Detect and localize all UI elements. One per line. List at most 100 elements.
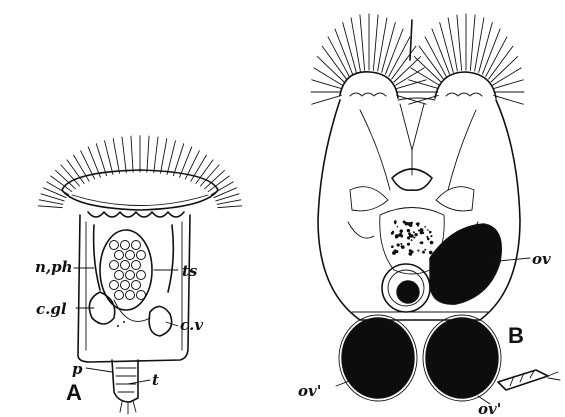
cilium (154, 137, 158, 173)
speckle (417, 249, 419, 251)
panel-b-ov-organ (430, 224, 501, 304)
speckle (427, 238, 430, 241)
label-ts: ts (182, 262, 198, 280)
label-t: t (152, 371, 159, 389)
cilium (312, 80, 342, 89)
speckle (420, 231, 424, 235)
granule (121, 261, 130, 270)
speckle (430, 235, 432, 237)
cilium (494, 80, 524, 89)
cilium (440, 23, 454, 73)
speckle (397, 226, 399, 228)
panel-b-body (318, 100, 520, 320)
cilium (479, 23, 493, 73)
label-cv: c.v (180, 316, 203, 334)
granule (137, 271, 146, 280)
granule (110, 261, 119, 270)
cilium (343, 23, 357, 73)
cilium (322, 46, 346, 79)
cilium (373, 15, 378, 70)
granule (126, 291, 135, 300)
cilium (312, 95, 342, 104)
speckle (422, 251, 425, 254)
granule (115, 251, 124, 260)
granule (126, 251, 135, 260)
cilium (382, 23, 396, 73)
panel-b-corona-right (435, 72, 496, 98)
panel-b-label: B (508, 323, 524, 348)
cilium (38, 206, 62, 208)
speckle (427, 229, 429, 231)
label-p: p (72, 360, 83, 378)
cilium (167, 141, 175, 175)
speckle (430, 241, 434, 245)
panel-a-corona-disc (62, 170, 218, 210)
panel-a-cv-organ (149, 306, 172, 336)
label-ov-prime-left: ov' (298, 382, 321, 400)
cilium (131, 136, 133, 172)
cilium (378, 18, 387, 71)
speckle (429, 251, 433, 255)
cilium (409, 80, 439, 89)
panel-b-egg-left (342, 318, 414, 398)
cilium (208, 176, 229, 192)
speckle (407, 229, 410, 232)
cilium (397, 80, 427, 89)
cilium (448, 18, 457, 71)
speckle (397, 243, 400, 246)
cilium (489, 46, 513, 79)
speckle (413, 231, 415, 233)
cilium (200, 165, 219, 186)
granule (132, 261, 141, 270)
granule (121, 281, 130, 290)
panel-b-granules (391, 220, 434, 255)
cilium (217, 200, 241, 204)
cilium (122, 137, 126, 173)
speckle (420, 242, 422, 244)
speckle (414, 233, 417, 236)
granule (115, 291, 124, 300)
speckle (399, 233, 402, 236)
granule (115, 271, 124, 280)
label-ov-prime-right: ov' (478, 400, 501, 417)
granule (132, 281, 141, 290)
panel-a-ts-granules (110, 241, 146, 300)
cilium (61, 165, 80, 186)
cilium (218, 206, 242, 208)
granule (110, 241, 119, 250)
label-npbh: n,ph (35, 258, 73, 276)
cilium (147, 136, 149, 172)
speckle (399, 229, 402, 232)
granule (121, 241, 130, 250)
speckle (413, 237, 415, 239)
cilium (51, 176, 72, 192)
speckle (424, 226, 426, 228)
speckle (410, 222, 412, 224)
granule (126, 271, 135, 280)
cilium (39, 200, 63, 204)
granule (110, 281, 119, 290)
speckle (391, 245, 394, 248)
cilium (419, 46, 443, 79)
speckle (403, 220, 406, 223)
speckle (424, 249, 426, 251)
speckle (408, 232, 411, 235)
speckle (391, 232, 394, 235)
speckle (395, 236, 398, 239)
panel-a-foot (112, 360, 138, 402)
cilium (113, 139, 119, 174)
label-ov: ov (532, 250, 551, 268)
panel-b-foot (498, 370, 548, 390)
speckle (400, 243, 402, 245)
speckle (408, 252, 412, 256)
cilium (351, 18, 360, 71)
speckle (395, 250, 398, 253)
cilium (392, 46, 416, 79)
speckle (394, 222, 396, 224)
speckle (411, 239, 413, 241)
speckle (407, 243, 410, 246)
speckle (429, 231, 432, 234)
panel-b-egg-right (426, 318, 498, 398)
speckle (416, 223, 419, 226)
cilium (470, 15, 475, 70)
